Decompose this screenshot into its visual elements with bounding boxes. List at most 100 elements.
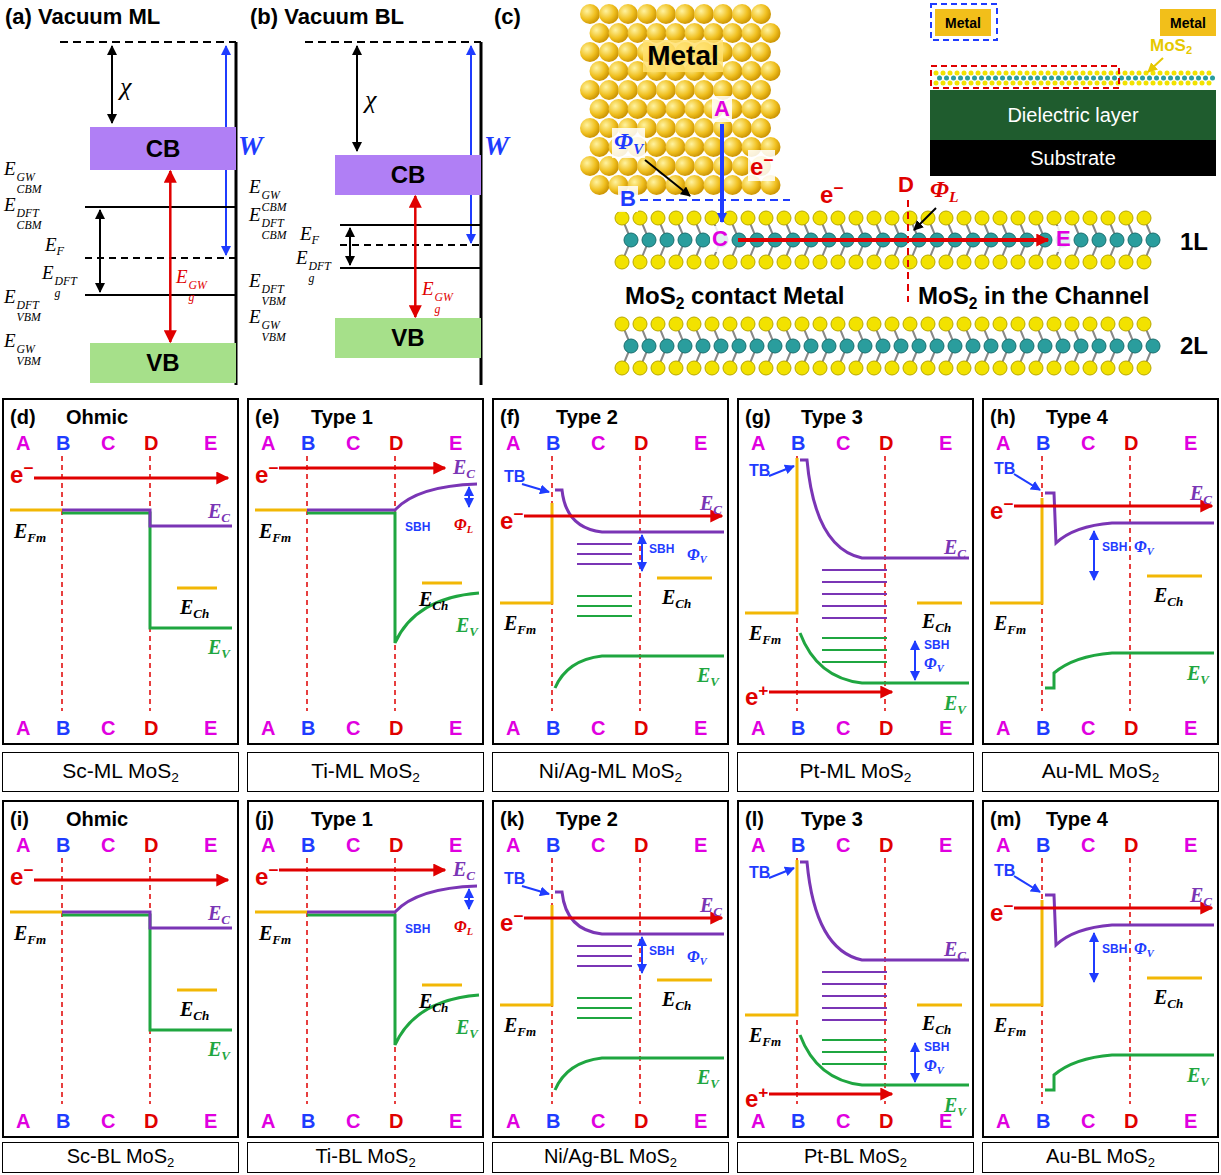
label: EGWCBM (4, 158, 41, 196)
s-atom (921, 361, 935, 375)
panel-text: (l) (745, 808, 764, 831)
mo-atom (1020, 339, 1034, 353)
arrow (1093, 531, 1095, 580)
mo-atom (1189, 76, 1194, 81)
mo-atom (642, 339, 656, 353)
s-atom (939, 361, 953, 375)
s-atom (957, 255, 971, 269)
panel-text: EC (944, 536, 966, 562)
panel-text: C (346, 834, 360, 857)
panel-text: EC (453, 858, 475, 884)
mo-atom (1128, 339, 1142, 353)
metal-atom (751, 80, 771, 100)
s-atom (1083, 317, 1097, 331)
band-line (822, 1063, 887, 1065)
band-line (255, 911, 307, 914)
panel-text: E (204, 432, 217, 455)
mo-atom (1147, 76, 1152, 81)
panel-text: A (996, 834, 1010, 857)
panel-text: C (836, 432, 850, 455)
panel-b-lines (305, 42, 481, 385)
mo-atom (1038, 339, 1052, 353)
s-atom (1123, 71, 1128, 76)
s-atom (1011, 81, 1016, 86)
s-atom (939, 211, 953, 225)
panel-text: EV (456, 614, 478, 640)
s-atom (1065, 255, 1079, 269)
panel-text: B (301, 717, 315, 740)
label: D (896, 172, 916, 198)
panel-text: A (751, 717, 765, 740)
node-text: Pt-BL MoS2 (804, 1145, 907, 1170)
band-line (1147, 977, 1202, 980)
label: C (710, 226, 730, 252)
panel-text: E (1184, 1110, 1197, 1133)
panel-text: A (16, 1110, 30, 1133)
panel-text: C (591, 432, 605, 455)
drawing-line (1148, 58, 1163, 72)
s-atom (1109, 81, 1114, 86)
s-atom (939, 255, 953, 269)
drawing-line (907, 200, 909, 302)
panel-text: EV (697, 1066, 719, 1092)
s-atom (993, 361, 1007, 375)
band-line (1129, 858, 1131, 1104)
s-atom (1109, 71, 1114, 76)
panel-text: EC (700, 492, 722, 518)
arrow (1014, 505, 1212, 508)
mo-atom (1110, 339, 1124, 353)
s-atom (1004, 71, 1009, 76)
s-atom (723, 317, 737, 331)
s-atom (1029, 211, 1043, 225)
mo-atom (858, 339, 872, 353)
arrow (279, 869, 445, 872)
s-atom (1130, 81, 1135, 86)
band-line (177, 989, 217, 992)
panel-text: A (996, 717, 1010, 740)
s-atom (849, 317, 863, 331)
metal-atom (599, 42, 619, 62)
panel-text: ECh (662, 988, 691, 1014)
s-atom (633, 211, 647, 225)
metal-atom (656, 118, 676, 138)
panel-text: B (546, 834, 560, 857)
label: MoS2 in the Channel (918, 282, 1149, 313)
panel-text: Type 1 (311, 808, 373, 831)
panel-text: C (1081, 1110, 1095, 1133)
panel-text: A (506, 717, 520, 740)
metal-atom (694, 156, 714, 176)
s-atom (1179, 81, 1184, 86)
band-line (177, 587, 217, 590)
mo-atom (678, 233, 692, 247)
s-atom (1074, 81, 1079, 86)
drawing-line (111, 46, 113, 123)
drawing-line (99, 210, 101, 292)
panel-text: E (939, 717, 952, 740)
panel-text: SBH (924, 1040, 949, 1054)
panel-text: D (144, 834, 158, 857)
band-line (800, 460, 969, 558)
band-line (822, 983, 887, 985)
s-atom (1065, 211, 1079, 225)
panel-text: ECh (662, 586, 691, 612)
panel-text: B (1036, 1110, 1050, 1133)
drawing-line (738, 238, 1048, 242)
panel-text: EFm (994, 1014, 1026, 1040)
panel-text: EV (697, 664, 719, 690)
label: W (484, 130, 509, 162)
s-atom (1025, 71, 1030, 76)
label: EF (300, 223, 319, 248)
band-line (577, 1007, 632, 1009)
mo-atom (1092, 233, 1106, 247)
s-atom (741, 317, 755, 331)
s-atom (687, 361, 701, 375)
s-atom (1032, 81, 1037, 86)
panel-text: ECh (922, 610, 951, 636)
panel-text: D (634, 1110, 648, 1133)
node-text: Au-ML MoS2 (1042, 759, 1160, 785)
mo-atom (732, 339, 746, 353)
panel-text: EC (944, 938, 966, 964)
metal-atom (647, 99, 667, 119)
node-text: VB (391, 324, 424, 352)
shape-box: Metal (935, 9, 991, 36)
